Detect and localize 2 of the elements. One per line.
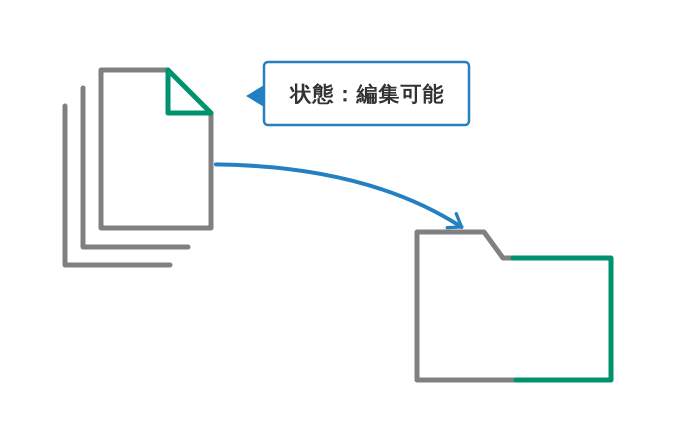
arrow — [214, 162, 464, 230]
folder-drawing — [413, 228, 615, 385]
